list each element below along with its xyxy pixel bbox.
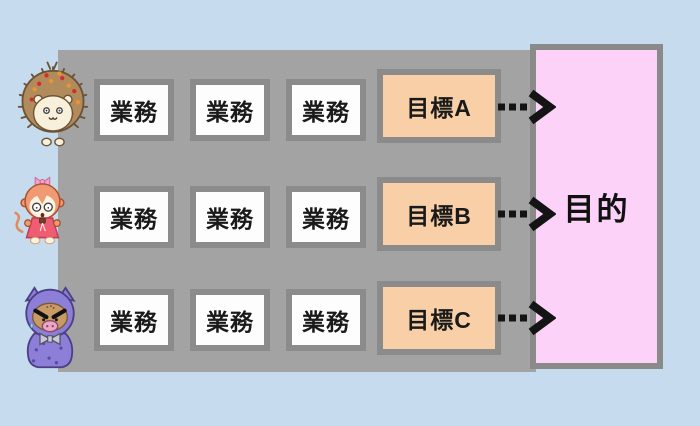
task-label: 業務: [110, 309, 158, 335]
task-label: 業務: [206, 206, 254, 232]
task-box: 業務: [286, 79, 366, 141]
monkey-icon: [14, 176, 65, 245]
task-box: 業務: [286, 186, 366, 248]
dotted-arrow-icon: [498, 89, 556, 125]
goal-box-b: 目標B: [377, 177, 501, 251]
task-box: 業務: [190, 79, 270, 141]
task-box: 業務: [190, 186, 270, 248]
task-box: 業務: [94, 186, 174, 248]
task-box: 業務: [286, 289, 366, 351]
task-label: 業務: [302, 206, 350, 232]
task-box: 業務: [190, 289, 270, 351]
goal-label: 目標C: [406, 307, 472, 333]
task-label: 業務: [110, 206, 158, 232]
pig-icon: [24, 286, 76, 369]
task-label: 業務: [302, 99, 350, 125]
task-label: 業務: [206, 309, 254, 335]
goal-label: 目標B: [406, 203, 472, 229]
dotted-arrow-icon: [498, 196, 556, 232]
goal-box-a: 目標A: [377, 69, 501, 143]
task-box: 業務: [94, 289, 174, 351]
task-label: 業務: [206, 99, 254, 125]
task-label: 業務: [110, 99, 158, 125]
dotted-arrow-icon: [498, 300, 556, 336]
task-box: 業務: [94, 79, 174, 141]
hedgehog-icon: [17, 61, 89, 147]
purpose-label: 目的: [563, 192, 630, 227]
task-label: 業務: [302, 309, 350, 335]
goal-box-c: 目標C: [377, 281, 501, 355]
goal-label: 目標A: [406, 95, 472, 121]
